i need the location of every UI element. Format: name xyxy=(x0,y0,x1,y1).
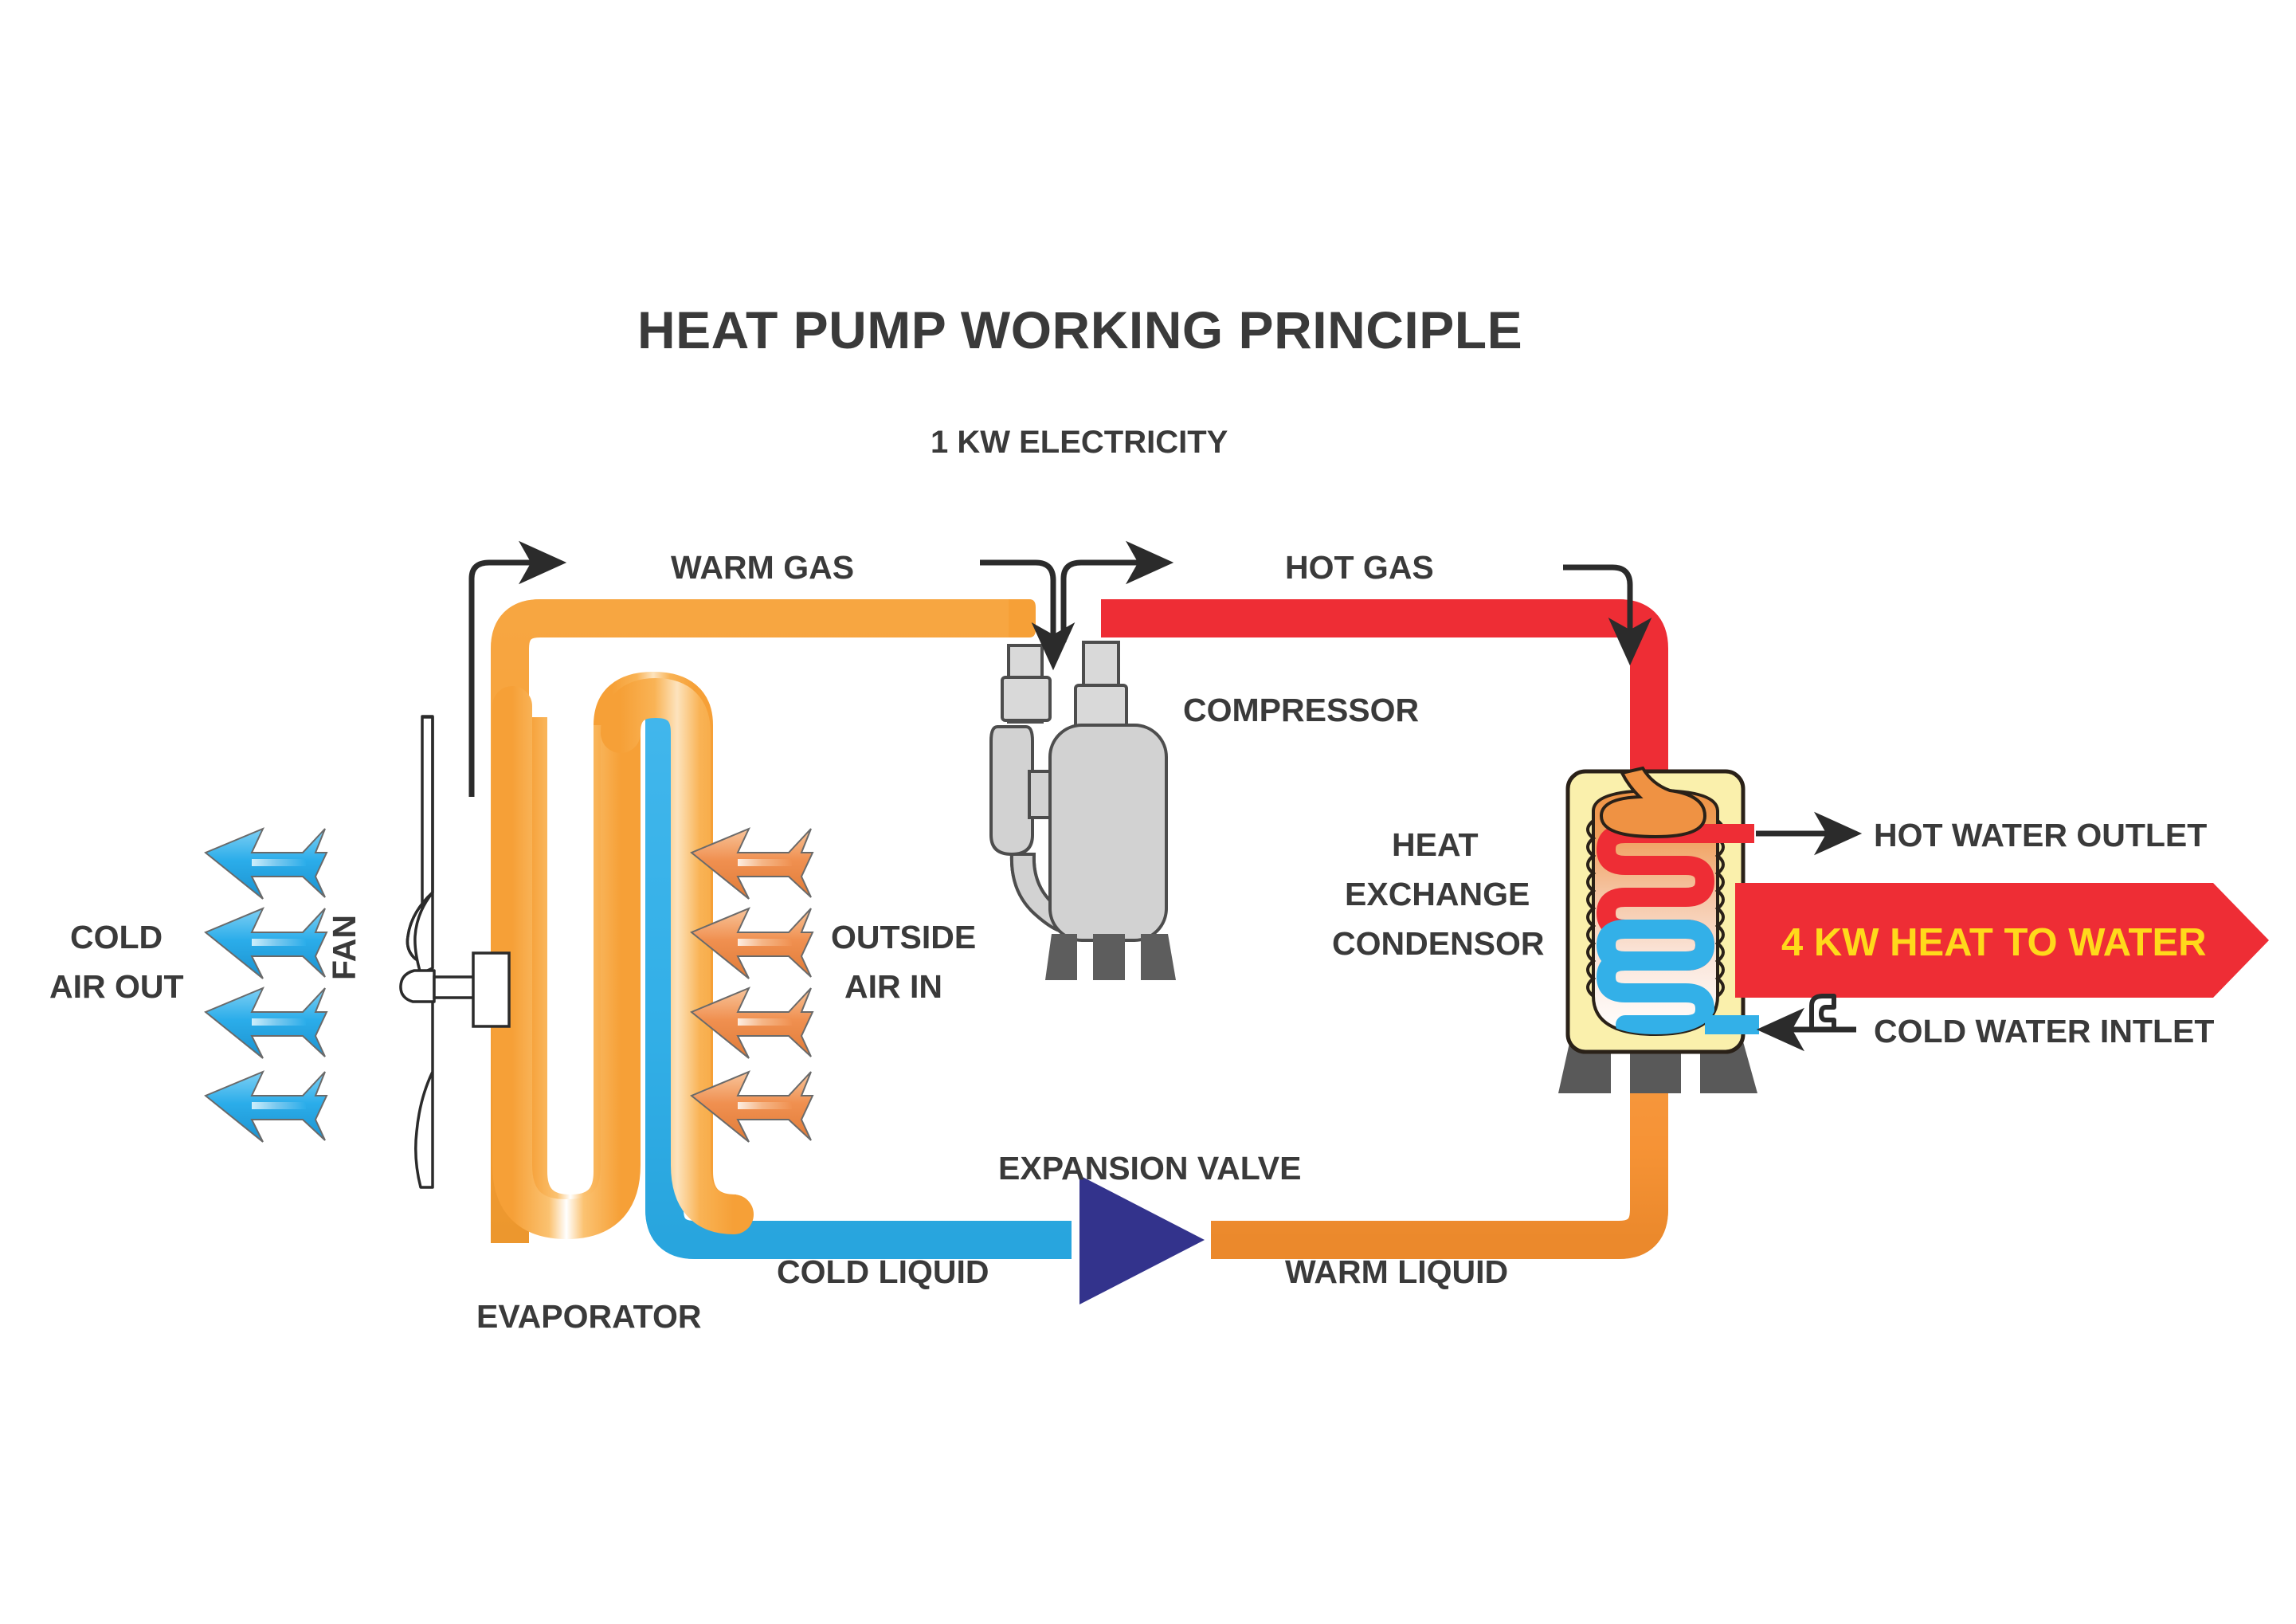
heat-exchange-label-line1: HEAT xyxy=(1392,826,1479,863)
cold-liquid-pipe xyxy=(645,717,1072,1259)
outside-air-in-label-line1: OUTSIDE xyxy=(831,919,976,955)
cold-air-out-label-line1: COLD xyxy=(70,919,163,955)
fan-propeller-icon xyxy=(399,715,511,1189)
cold-air-out-label-line2: AIR OUT xyxy=(49,968,184,1005)
hot-gas-label: HOT GAS xyxy=(1285,549,1434,586)
warm-gas-label: WARM GAS xyxy=(671,549,854,586)
outside-air-in-arrows xyxy=(690,827,814,1143)
cold-liquid-label: COLD LIQUID xyxy=(777,1253,989,1290)
hot-water-outlet-label: HOT WATER OUTLET xyxy=(1874,817,2207,853)
subtitle-electricity-input: 1 KW ELECTRICITY xyxy=(931,425,1228,460)
fan-label: FAN xyxy=(326,915,362,980)
warm-liquid-label: WARM LIQUID xyxy=(1285,1253,1508,1290)
page-title: HEAT PUMP WORKING PRINCIPLE xyxy=(637,300,1522,359)
warm-liquid-pipe xyxy=(1211,1036,1668,1259)
compressor-label: COMPRESSOR xyxy=(1183,692,1419,728)
expansion-valve-triangle-icon xyxy=(1079,1175,1205,1304)
heat-output-banner: 4 KW HEAT TO WATER xyxy=(1735,883,2269,998)
cold-air-out-arrows xyxy=(204,827,328,1143)
warm-gas-pipe xyxy=(491,599,1036,1243)
cold-water-inlet-label: COLD WATER INTLET xyxy=(1874,1013,2214,1049)
heat-exchange-label-line2: EXCHANGE xyxy=(1345,876,1530,912)
flow-direction-arrows xyxy=(468,540,1652,797)
expansion-valve-label: EXPANSION VALVE xyxy=(998,1150,1301,1187)
heat-exchange-condensor-tank xyxy=(1558,766,1759,1093)
outside-air-in-label-line2: AIR IN xyxy=(844,968,942,1005)
heat-exchange-label-line3: CONDENSOR xyxy=(1332,925,1545,962)
heat-banner-label: 4 KW HEAT TO WATER xyxy=(1781,921,2207,964)
cold-water-inlet-arrow-icon xyxy=(1756,994,1856,1052)
evaporator-tube-set xyxy=(492,677,754,1240)
compressor-unit xyxy=(989,641,1176,980)
evaporator-label: EVAPORATOR xyxy=(476,1298,701,1335)
